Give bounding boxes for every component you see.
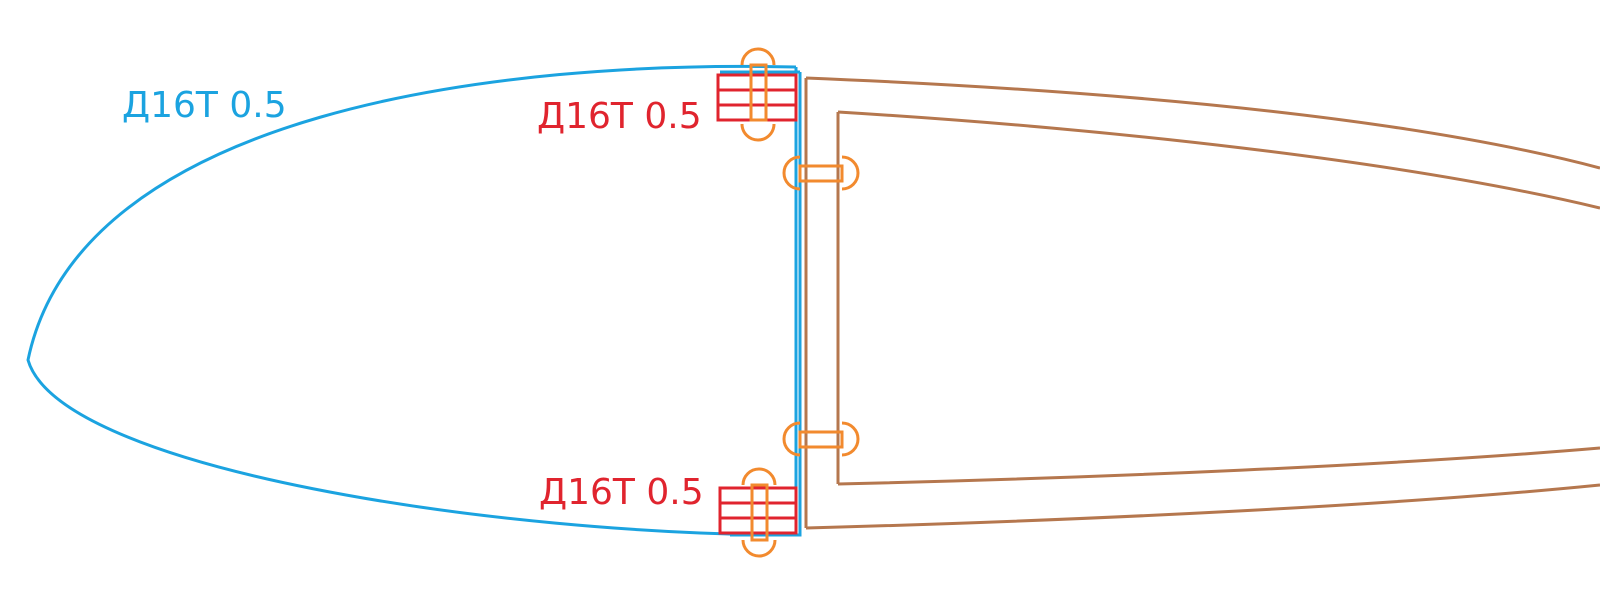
skin-material-label: Д16Т 0.5 (122, 85, 287, 126)
rear-outer-contour (804, 76, 1600, 530)
rivet-spar-upper (782, 155, 860, 191)
rivet-upper-vertical (740, 47, 776, 142)
nose-skin (26, 64, 802, 537)
nose-skin-flange (720, 70, 802, 537)
lower-strip-block (718, 486, 798, 535)
rivet-spar-lower (782, 421, 860, 457)
lower-strip-outline (718, 486, 798, 535)
upper-strip-outline (716, 73, 798, 122)
rivets (740, 47, 860, 558)
lower-strip-material-label: Д16Т 0.5 (539, 472, 704, 513)
nose-skin-contour (26, 64, 797, 537)
upper-strip-block (716, 73, 798, 122)
rivet-lower-vertical (741, 467, 777, 558)
rear-structure (804, 76, 1600, 530)
upper-strip-material-label: Д16Т 0.5 (537, 96, 702, 137)
rear-inner-contour (836, 110, 1600, 486)
